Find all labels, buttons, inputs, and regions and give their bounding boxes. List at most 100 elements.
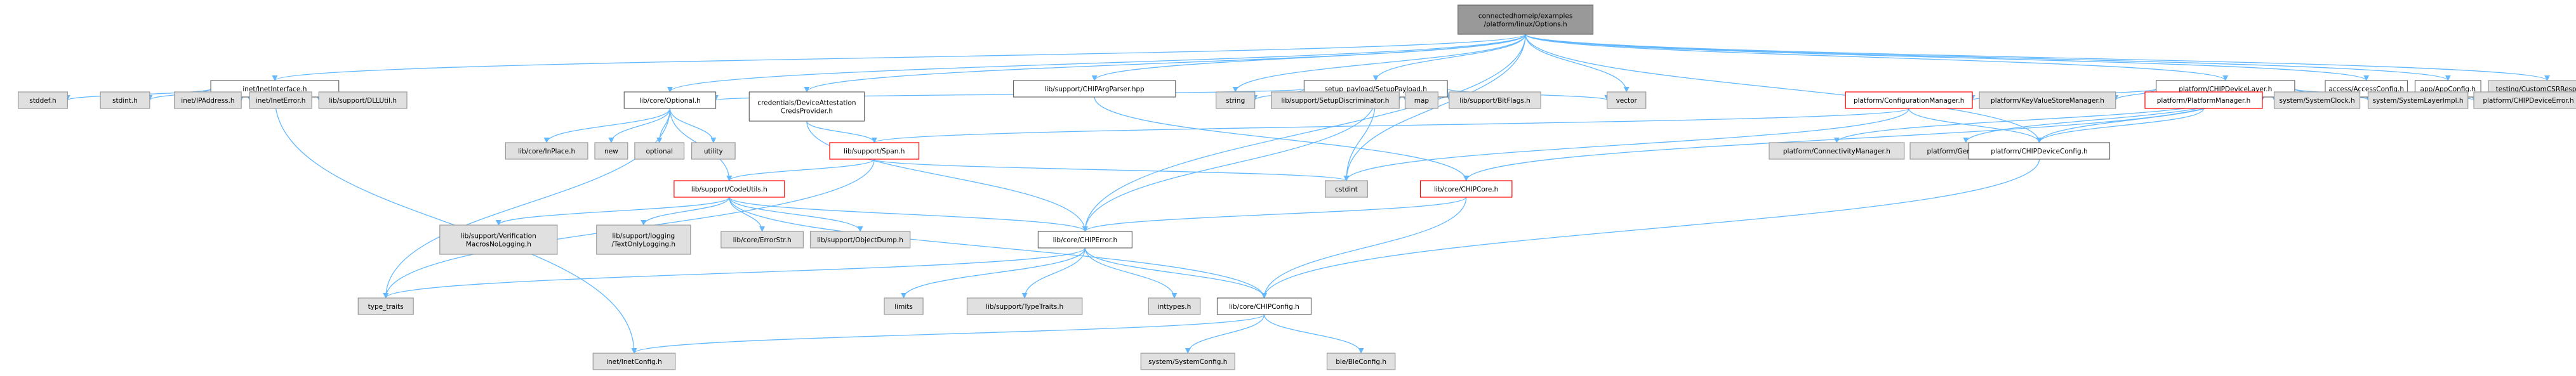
edge-codeutils-to-verifnolog (495, 197, 730, 226)
node-label-argparser-0: lib/support/CHIPArgParser.hpp (1045, 86, 1145, 93)
node-box-sysconfig (1140, 353, 1235, 370)
node-label-setupdisc-0: lib/support/SetupDiscriminator.h (1281, 97, 1389, 105)
node-box-ineterror (249, 91, 312, 109)
node-ineterror: inet/InetError.h (249, 91, 312, 109)
node-label-chipconfig-0: lib/core/CHIPConfig.h (1229, 303, 1299, 311)
node-syslayerimpl: system/SystemLayerImpl.h (2367, 91, 2469, 109)
node-label-syslayerimpl-0: system/SystemLayerImpl.h (2373, 97, 2464, 105)
edge-chiperror-to-limits (901, 247, 1086, 299)
node-argparser[interactable]: lib/support/CHIPArgParser.hpp (1012, 80, 1176, 98)
node-box-deverror (2473, 91, 2576, 109)
node-label-chiperror-0: lib/core/CHIPError.h (1053, 237, 1118, 244)
node-label-new-0: new (604, 148, 618, 155)
node-vector: vector (1607, 91, 1647, 109)
node-label-connmgr-0: platform/ConnectivityManager.h (1783, 148, 1890, 155)
node-label-map-0: map (1414, 97, 1430, 105)
node-label-setuppayload-0: setup_payload/SetupPayload.h (1325, 86, 1427, 93)
node-configmgr[interactable]: platform/ConfigurationManager.h (1845, 91, 1973, 109)
node-box-errorstr (720, 231, 804, 249)
node-label-limits-0: limits (894, 303, 913, 311)
edge-root-to-appconfig (1525, 34, 2451, 81)
node-box-dlutil (318, 91, 408, 109)
edge-root-to-optional (667, 34, 1526, 93)
node-label-configmgr-0: platform/ConfigurationManager.h (1854, 97, 1964, 105)
node-label-dacprovider-0: credentials/DeviceAttestation (757, 100, 856, 107)
edge-dacprovider-to-span (806, 120, 877, 143)
edge-dacprovider-to-chiperror (806, 120, 1088, 232)
node-box-chipcore (1419, 180, 1513, 198)
node-box-bitflags (1449, 91, 1541, 109)
node-label-optstd-0: optional (646, 148, 673, 155)
node-label-stdint-0: stdint.h (112, 97, 138, 105)
node-label-errorstr-0: lib/core/ErrorStr.h (733, 237, 792, 244)
node-label-devconfig-0: platform/CHIPDeviceConfig.h (1991, 148, 2087, 155)
edge-codeutils-to-chiperror (729, 197, 1088, 232)
node-devconfig[interactable]: platform/CHIPDeviceConfig.h (1968, 142, 2111, 160)
nodes-layer: connectedhomeip/examples/platform/linux/… (18, 4, 2576, 370)
node-box-syslayerimpl (2367, 91, 2469, 109)
edge-root-to-devconfig (1525, 34, 2042, 143)
node-inttypes: inttypes.h (1148, 297, 1201, 315)
edge-setuppayload-to-cstdint (1343, 96, 1376, 181)
edge-chipcore-to-chipconfig (1261, 197, 1467, 299)
node-limits: limits (884, 297, 924, 315)
edge-root-to-chiperror (1082, 34, 1526, 232)
node-box-optional (623, 91, 717, 109)
node-box-vector (1607, 91, 1647, 109)
node-optional[interactable]: lib/core/Optional.h (623, 91, 717, 109)
node-box-stdint (100, 91, 150, 109)
node-textonly: lib/support/logging/TextOnlyLogging.h (596, 224, 691, 255)
node-box-textonly (596, 224, 691, 255)
node-box-inttypes (1148, 297, 1201, 315)
node-box-inetconfig (592, 353, 676, 370)
node-label-bitflags-0: lib/support/BitFlags.h (1459, 97, 1530, 105)
edge-devicelayer-to-kvsmgr (2113, 88, 2157, 101)
node-label-kvsmgr-0: platform/KeyValueStoreManager.h (1991, 97, 2104, 105)
node-span[interactable]: lib/support/Span.h (829, 142, 920, 160)
node-box-new (594, 142, 628, 160)
node-codeutils[interactable]: lib/support/CodeUtils.h (674, 180, 785, 198)
node-inetconfig: inet/InetConfig.h (592, 353, 676, 370)
node-kvsmgr: platform/KeyValueStoreManager.h (1979, 91, 2116, 109)
node-label-platformmgr-0: platform/PlatformManager.h (2157, 97, 2251, 105)
node-chipconfig[interactable]: lib/core/CHIPConfig.h (1216, 297, 1312, 315)
edge-argparser-to-chipcore (1094, 96, 1470, 181)
node-label-deverror-0: platform/CHIPDeviceError.h (2483, 97, 2573, 105)
node-label-textonly-1: /TextOnlyLogging.h (612, 241, 675, 249)
node-box-span (829, 142, 920, 160)
edge-root-to-customcsr (1525, 34, 2550, 81)
node-cstdint: cstdint (1325, 180, 1368, 198)
node-label-ineterror-0: inet/InetError.h (256, 97, 306, 105)
node-dacprovider[interactable]: credentials/DeviceAttestationCredsProvid… (748, 91, 865, 122)
node-platformmgr[interactable]: platform/PlatformManager.h (2144, 91, 2263, 109)
node-connmgr: platform/ConnectivityManager.h (1769, 142, 1905, 160)
node-string: string (1216, 91, 1256, 109)
node-errorstr: lib/core/ErrorStr.h (720, 231, 804, 249)
node-box-dacprovider (748, 91, 865, 122)
node-label-dacprovider-1: CredsProvider.h (781, 108, 833, 115)
node-objdump: lib/support/ObjectDump.h (809, 231, 911, 249)
node-chiperror[interactable]: lib/core/CHIPError.h (1037, 231, 1132, 249)
edge-configmgr-to-span (872, 108, 1909, 143)
node-label-inttypes-0: inttypes.h (1158, 303, 1192, 311)
node-chipcore[interactable]: lib/core/CHIPCore.h (1419, 180, 1513, 198)
node-label-verifnolog-1: MacrosNoLogging.h (466, 241, 531, 249)
node-label-span-0: lib/support/Span.h (844, 148, 905, 155)
node-box-configmgr (1845, 91, 1973, 109)
node-box-argparser (1012, 80, 1176, 98)
edge-codeutils-to-errorstr (729, 197, 766, 232)
node-verifnolog: lib/support/VerificationMacrosNoLogging.… (439, 224, 558, 255)
edge-platformmgr-to-devconfig (2036, 108, 2205, 143)
node-box-bleconfig (1326, 353, 1396, 370)
edge-root-to-accessconfig (1525, 34, 2369, 81)
edge-codeutils-to-textonly (641, 197, 730, 226)
node-label-suptypetraits-0: lib/support/TypeTraits.h (986, 303, 1063, 311)
node-box-limits (884, 297, 924, 315)
node-label-utility-0: utility (704, 148, 723, 155)
node-label-inplace-0: lib/core/InPlace.h (518, 148, 575, 155)
node-box-codeutils (674, 180, 785, 198)
node-box-verifnolog (439, 224, 558, 255)
node-root[interactable]: connectedhomeip/examples/platform/linux/… (1457, 4, 1594, 35)
node-label-inetipaddr-0: inet/IPAddress.h (181, 97, 234, 105)
